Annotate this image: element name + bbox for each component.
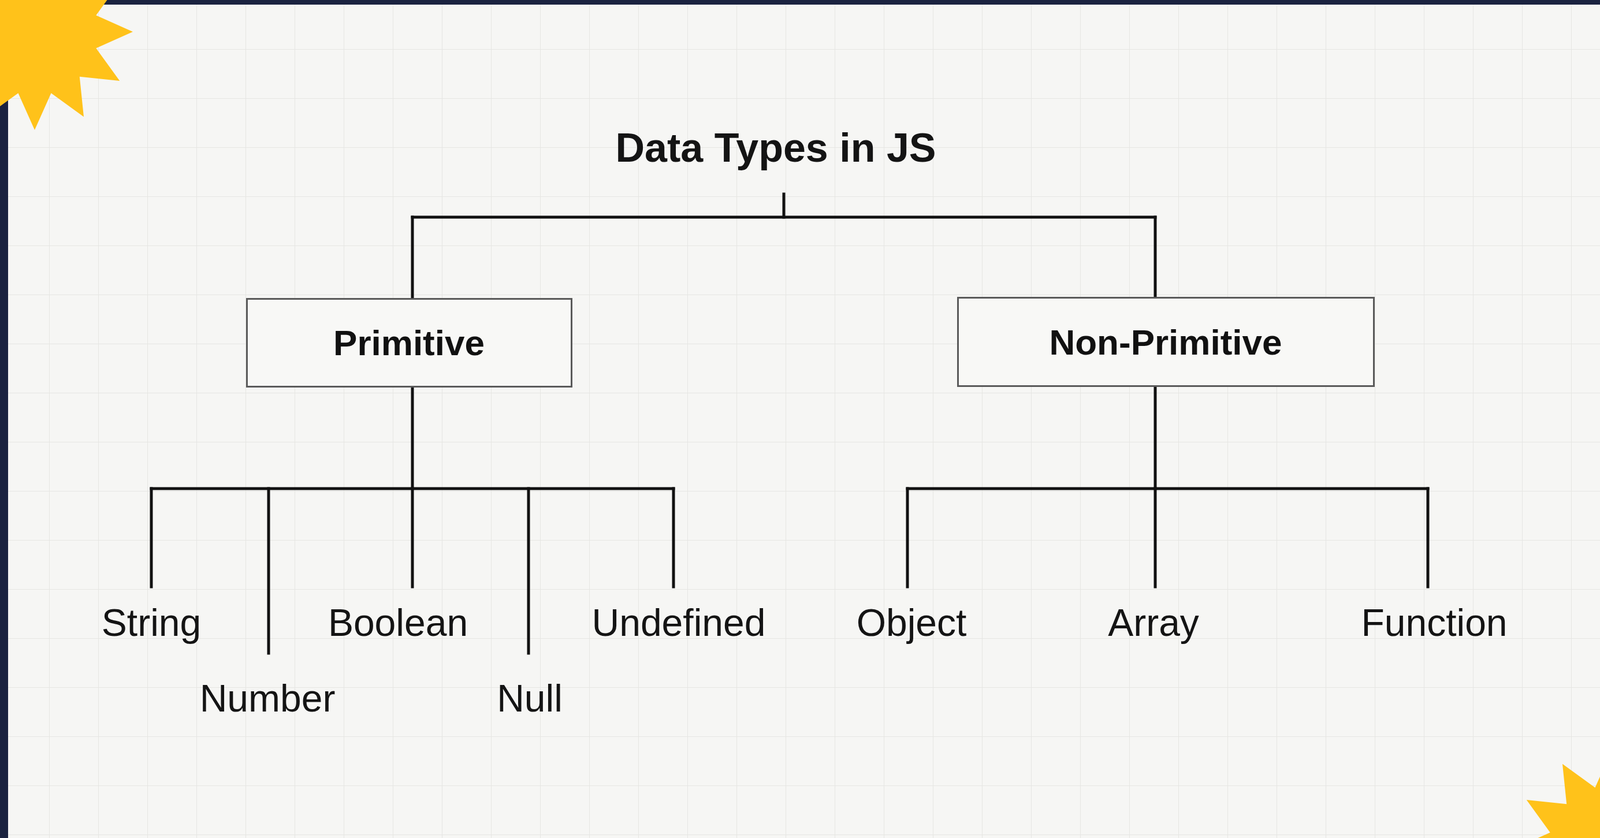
- tree-line: [907, 487, 1428, 491]
- starburst: [0, 0, 133, 130]
- tree-line: [412, 216, 1156, 219]
- type-label: Null: [496, 676, 563, 721]
- tree-line: [527, 488, 531, 654]
- grid: [8, 4, 1600, 838]
- tree-line: [411, 387, 415, 489]
- paper: [8, 4, 1600, 838]
- type-label: Number: [199, 676, 336, 721]
- tree-line: [411, 488, 415, 587]
- type-label: Function: [1360, 600, 1508, 645]
- tree-line: [782, 194, 786, 218]
- tree-line: [1426, 488, 1430, 587]
- tree-line: [672, 488, 676, 587]
- category-name: Non-Primitive: [1048, 321, 1282, 363]
- starburst: [1513, 750, 1600, 838]
- category-name: Primitive: [333, 322, 485, 364]
- tree-line: [267, 488, 271, 654]
- tree-line: [1154, 387, 1157, 489]
- category-box: Primitive: [246, 298, 573, 388]
- type-label: Array: [1107, 600, 1200, 645]
- diagram-title: Data Types in JS: [615, 124, 936, 171]
- tree-line: [411, 217, 415, 299]
- category-box: Non-Primitive: [957, 296, 1375, 388]
- type-label: Object: [856, 600, 967, 645]
- tree-line: [906, 488, 910, 587]
- tree-line: [150, 488, 154, 587]
- type-label: Boolean: [328, 600, 468, 645]
- type-label: Undefined: [592, 600, 766, 645]
- tree-line: [1154, 217, 1157, 297]
- type-label: String: [101, 600, 202, 645]
- tree-line: [1154, 488, 1157, 587]
